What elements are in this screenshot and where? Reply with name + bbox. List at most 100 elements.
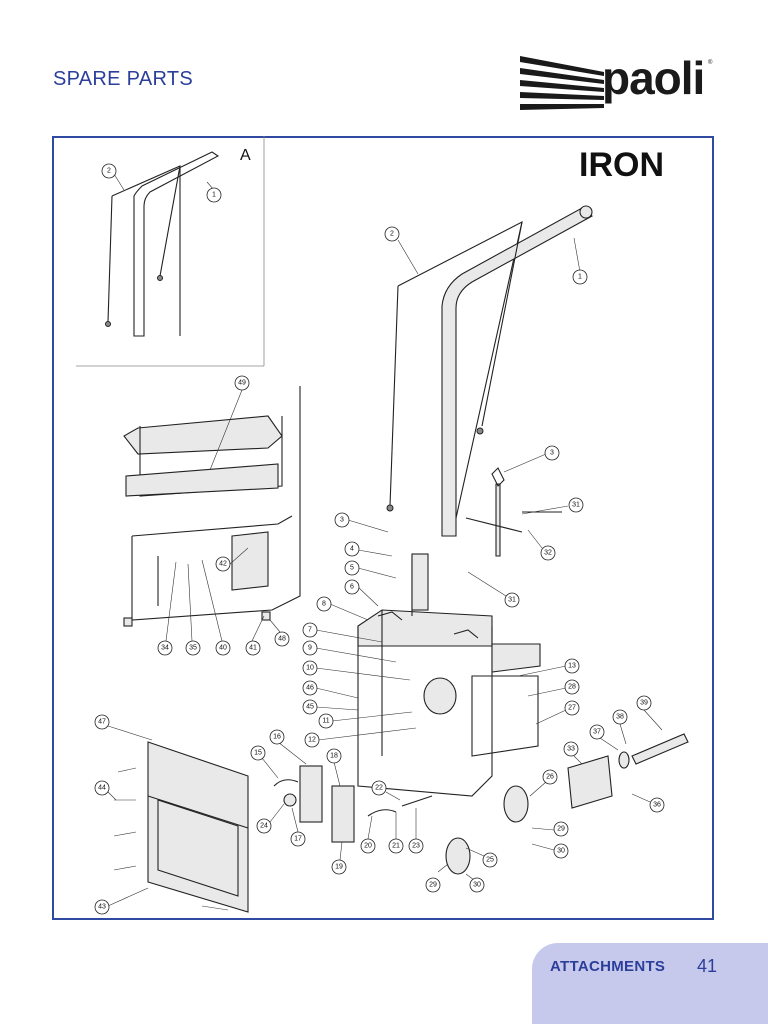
svg-text:6: 6 [350, 584, 354, 591]
callout-30-left: 30 [465, 873, 485, 893]
callout-5: 5 [344, 560, 397, 579]
svg-text:43: 43 [98, 904, 106, 911]
callout-31-top: 31 [521, 497, 584, 515]
callout-37: 37 [589, 724, 619, 751]
svg-text:5: 5 [350, 565, 354, 572]
callout-30-right: 30 [531, 843, 569, 859]
callout-17: 17 [290, 807, 306, 847]
callout-13: 13 [517, 658, 580, 677]
callout-8: 8 [316, 596, 369, 621]
caster-wheels [445, 785, 529, 875]
callout-23: 23 [408, 808, 424, 854]
svg-text:30: 30 [557, 848, 565, 855]
diagram-frame [52, 136, 714, 920]
svg-text:36: 36 [653, 802, 661, 809]
callout-29-right: 29 [531, 821, 569, 837]
base-unit [357, 553, 541, 797]
air-regulator [273, 765, 433, 843]
callout-47: 47 [94, 714, 153, 741]
callout-33: 33 [563, 741, 583, 765]
right-bracket-parts [567, 733, 689, 809]
svg-text:23: 23 [412, 843, 420, 850]
callout-42: 42 [215, 547, 249, 572]
svg-text:4: 4 [350, 546, 354, 553]
svg-text:7: 7 [308, 627, 312, 634]
callout-45: 45 [302, 699, 359, 715]
svg-text:38: 38 [616, 714, 624, 721]
svg-text:48: 48 [278, 636, 286, 643]
callout-6: 6 [344, 579, 379, 607]
callout-25: 25 [465, 847, 498, 868]
callout-1: 1 [572, 237, 588, 285]
inset-callout-1: 1 [206, 181, 222, 203]
paoli-logo-mark [520, 56, 604, 110]
svg-text:22: 22 [375, 785, 383, 792]
svg-text:33: 33 [567, 746, 575, 753]
callout-19: 19 [331, 841, 347, 875]
svg-text:10: 10 [306, 665, 314, 672]
callout-43: 43 [94, 887, 149, 915]
svg-text:11: 11 [322, 718, 329, 725]
inset-callout-2: 2 [101, 163, 125, 191]
callout-44: 44 [94, 780, 117, 801]
svg-text:18: 18 [330, 753, 338, 760]
callout-28: 28 [527, 679, 580, 697]
callout-27: 27 [535, 700, 580, 725]
svg-text:29: 29 [557, 826, 565, 833]
svg-text:19: 19 [335, 864, 343, 871]
callout-22: 22 [371, 780, 401, 801]
svg-text:31: 31 [508, 597, 516, 604]
svg-text:20: 20 [364, 843, 372, 850]
svg-text:2: 2 [107, 168, 111, 175]
callout-9: 9 [302, 640, 397, 663]
callout-3-lower: 3 [334, 512, 389, 533]
callout-16: 16 [269, 729, 307, 765]
svg-text:41: 41 [249, 645, 257, 652]
callout-41: 41 [245, 615, 265, 656]
callout-38: 38 [612, 709, 628, 745]
svg-text:35: 35 [189, 645, 197, 652]
svg-text:15: 15 [254, 750, 262, 757]
svg-text:25: 25 [486, 857, 494, 864]
footer-section-label: ATTACHMENTS [550, 958, 666, 975]
footer-tab [532, 943, 768, 1024]
svg-text:13: 13 [568, 663, 576, 670]
svg-text:17: 17 [294, 836, 302, 843]
callout-3-upper: 3 [503, 445, 560, 473]
callout-18: 18 [326, 748, 342, 787]
svg-text:37: 37 [593, 729, 601, 736]
svg-text:28: 28 [568, 684, 576, 691]
callout-15: 15 [250, 745, 279, 779]
callout-46: 46 [302, 680, 359, 699]
section-title: SPARE PARTS [53, 68, 194, 90]
brand-wordmark: paoli [602, 52, 705, 104]
svg-text:47: 47 [98, 719, 106, 726]
svg-text:1: 1 [212, 192, 216, 199]
svg-text:2: 2 [390, 231, 394, 238]
svg-text:26: 26 [546, 774, 554, 781]
callout-34: 34 [157, 561, 177, 656]
exploded-view-diagram: A 2 1 IRON [76, 136, 689, 915]
svg-text:44: 44 [98, 785, 106, 792]
callout-48: 48 [269, 619, 290, 647]
callout-11: 11 [318, 711, 413, 729]
svg-text:30: 30 [473, 882, 481, 889]
svg-text:49: 49 [238, 380, 246, 387]
callout-31-bottom: 31 [467, 571, 520, 608]
page-number: 41 [697, 956, 718, 976]
svg-text:3: 3 [340, 517, 344, 524]
svg-text:39: 39 [640, 700, 648, 707]
svg-text:46: 46 [306, 685, 314, 692]
svg-text:16: 16 [273, 734, 281, 741]
callout-10: 10 [302, 660, 411, 681]
svg-text:24: 24 [260, 823, 268, 830]
callout-21: 21 [388, 812, 404, 854]
callout-24: 24 [256, 803, 285, 834]
svg-text:40: 40 [219, 645, 227, 652]
svg-text:34: 34 [161, 645, 169, 652]
svg-text:29: 29 [429, 882, 437, 889]
callout-12: 12 [304, 727, 417, 748]
inset-label: A [240, 147, 251, 164]
diagram-title: IRON [579, 146, 664, 184]
inset-a-panel: A 2 1 [76, 136, 265, 367]
